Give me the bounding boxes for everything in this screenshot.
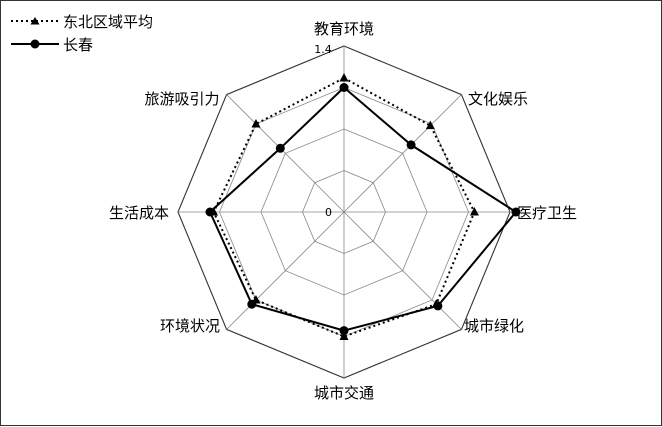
tick-label-max: 1.4 [314,43,332,56]
legend-label-1: 长春 [63,36,93,54]
legend-marker-0 [30,17,40,25]
axis-label-4: 城市交通 [314,384,374,402]
series-0-point-2 [469,207,479,216]
spoke-3 [343,211,462,330]
series-0-point-1 [425,120,435,130]
axis-label-7: 旅游吸引力 [144,90,219,108]
series-0-point-4 [339,331,349,340]
legend-marker-1 [30,39,40,49]
tick-label-min: 0 [325,206,332,219]
axis-label-0: 教育环境 [314,20,374,38]
axis-label-1: 文化娱乐 [468,90,528,108]
series-line-0 [212,76,476,338]
series-1-point-3 [433,301,443,311]
series-1-point-7 [275,143,285,153]
legend: 东北区域平均 长春 [11,13,153,54]
series-0-point-0 [339,73,349,82]
series-1-point-0 [339,83,349,92]
axis-label-5: 环境状况 [160,317,220,335]
series-1-point-5 [247,299,257,309]
series-1-point-1 [406,140,416,150]
spoke-7 [226,94,345,213]
series-1-point-4 [339,326,349,336]
series-1-point-6 [205,207,215,217]
tick-labels: 01.4 [314,43,332,219]
radar-spokes [178,46,510,378]
axis-label-3: 城市绿化 [464,317,524,335]
axis-label-6: 生活成本 [109,204,169,222]
legend-label-0: 东北区域平均 [63,13,153,31]
spoke-5 [226,211,345,330]
axis-label-2: 医疗卫生 [517,204,577,222]
series-1-point-2 [511,207,521,217]
spoke-1 [343,94,462,213]
series-layer [205,73,521,340]
series-0-point-7 [251,118,261,128]
